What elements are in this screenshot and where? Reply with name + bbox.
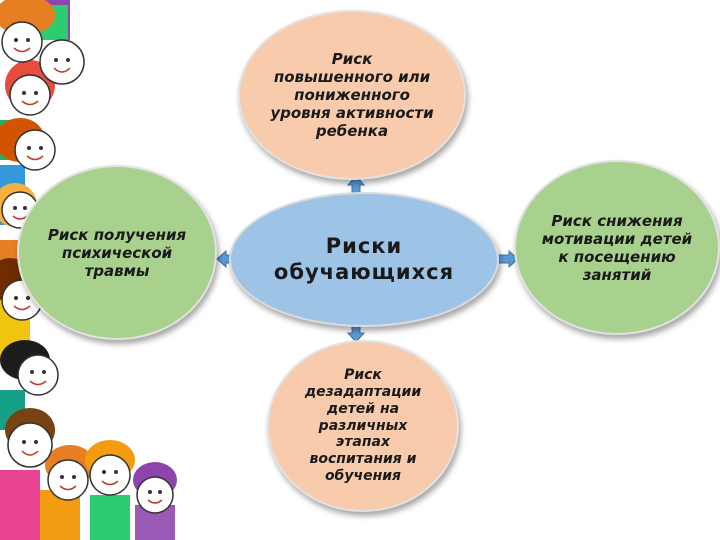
risk-motivation-decline-text: Риск снижения мотивации детей к посещени…: [541, 211, 693, 284]
center-node-student-risks: Риски обучающихся: [229, 192, 499, 327]
risk-psychological-trauma-text: Риск получения психической травмы: [47, 225, 187, 280]
risk-maladaptation-node: Риск дезадаптации детей на различных эта…: [267, 340, 459, 512]
children-border-illustration: [0, 0, 177, 540]
risk-activity-level-text: Риск повышенного или пониженного уровня …: [270, 50, 434, 140]
center-node-title: Риски обучающихся: [273, 234, 455, 284]
risk-motivation-decline-node: Риск снижения мотивации детей к посещени…: [514, 160, 720, 335]
risk-maladaptation-text: Риск дезадаптации детей на различных эта…: [304, 367, 422, 484]
risk-activity-level-node: Риск повышенного или пониженного уровня …: [238, 10, 466, 180]
risk-psychological-trauma-node: Риск получения психической травмы: [17, 165, 217, 340]
